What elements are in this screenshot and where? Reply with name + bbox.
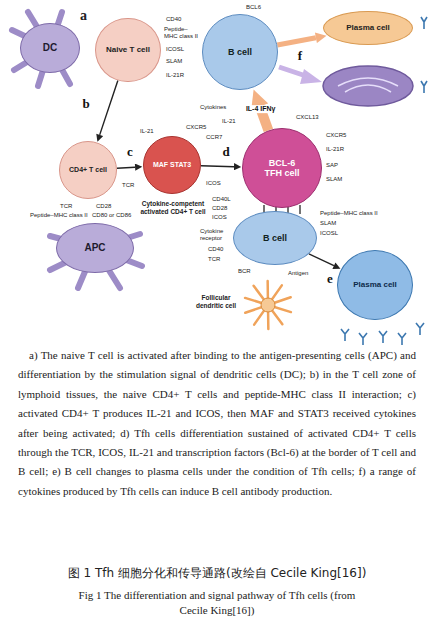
molecule-label: CD28 xyxy=(212,205,227,212)
step-letter: c xyxy=(126,145,134,159)
molecule-label: ICOSL xyxy=(166,46,184,53)
molecule-label: IL-21R xyxy=(326,146,344,153)
molecule-label: ICOS xyxy=(212,214,227,221)
node-text: Naive T cell xyxy=(106,45,150,54)
cell-node: MAF STAT3Cytokine-competent activated CD… xyxy=(143,136,201,194)
cell-node: BCL-6TFH cell xyxy=(242,128,322,208)
node-text: Cytokine-competent activated CD4+ T cell xyxy=(137,200,209,216)
differentiation-arrow xyxy=(309,254,334,266)
cell-node: CD4+ T cell xyxy=(59,141,117,199)
node-text: APC xyxy=(84,242,105,254)
molecule-label: IL-21 xyxy=(222,118,236,125)
node-text: Follicular dendritic cell xyxy=(190,294,242,310)
dendritic-star-cell: Follicular dendritic cell xyxy=(243,280,293,330)
molecule-label: BCR xyxy=(238,268,251,275)
cytokine-arrow xyxy=(277,38,316,45)
molecule-label: CXCR5 xyxy=(186,124,206,131)
molecule-label: CD40 xyxy=(208,246,223,253)
molecule-label: TCR xyxy=(208,256,220,263)
molecule-label: IL-21R xyxy=(166,72,184,79)
molecule-label: TCR xyxy=(122,182,134,189)
cell-node: DC xyxy=(20,23,80,73)
differentiation-arrow xyxy=(117,167,135,168)
star-outline xyxy=(243,280,293,330)
molecule-label: Peptide–MHC class II xyxy=(320,210,378,217)
step-letter: b xyxy=(81,97,90,111)
molecule-label: CCR7 xyxy=(206,134,222,141)
node-text: Plasma cell xyxy=(346,23,390,32)
differentiation-arrow xyxy=(100,80,118,134)
molecule-label: CD80 or CD86 xyxy=(92,212,131,219)
plasma-er-lines xyxy=(338,78,398,92)
molecule-label: Peptide–MHC class II xyxy=(30,212,88,219)
step-letter: e xyxy=(326,272,334,286)
node-text: Plasma cell xyxy=(353,280,397,289)
molecule-label: CXCL13 xyxy=(296,114,319,121)
node-text: B cell xyxy=(263,233,287,243)
molecule-label: SLAM xyxy=(320,220,336,227)
panel-letter: a xyxy=(80,8,87,25)
molecule-label: SLAM xyxy=(326,176,342,183)
molecule-label: Cytokines xyxy=(200,104,226,111)
molecule-label: CD40 xyxy=(166,16,181,23)
molecule-label: IL-21 xyxy=(140,128,154,135)
molecule-label: SLAM xyxy=(166,58,182,65)
molecule-label: Antigen xyxy=(288,270,308,277)
fdc-body xyxy=(261,298,275,312)
node-text: TFH cell xyxy=(264,168,299,178)
plasma-cell-variant xyxy=(323,66,413,106)
figure-title-en: Fig 1 The differentiation and signal pat… xyxy=(72,588,362,618)
molecule-label: CXCR5 xyxy=(326,132,346,139)
node-text: BCL-6 xyxy=(269,158,296,168)
cytokine-label: IL-4 IFNγ xyxy=(245,105,277,113)
node-text: MAF STAT3 xyxy=(153,161,191,169)
cell-node: Plasma cell xyxy=(323,11,413,45)
molecule-label: TCR xyxy=(60,203,72,210)
cell-node: APC xyxy=(56,223,134,273)
differentiation-arrow xyxy=(201,165,234,167)
molecule-label: ICOS xyxy=(206,180,221,187)
molecule-label: BCL6 xyxy=(246,4,261,11)
legend-paragraph: a) The naive T cell is activated after b… xyxy=(18,346,416,501)
cell-node: Plasma cell xyxy=(337,250,413,320)
cell-node: B cell xyxy=(233,211,317,265)
class-switch-arrowhead xyxy=(300,69,322,84)
molecule-label: Cytokine receptor xyxy=(200,228,232,242)
molecule-label: SAP xyxy=(326,162,338,169)
node-text: CD4+ T cell xyxy=(69,166,107,174)
cell-node: B cell xyxy=(202,14,278,90)
molecule-label: CD40L xyxy=(212,196,231,203)
cell-node: Naive T cell xyxy=(95,18,160,82)
molecule-label: Peptide–MHC class II xyxy=(164,26,200,40)
figure-caption: 图 1 Tfh 细胞分化和传导通路(改绘自 Cecile King[16]) xyxy=(0,566,434,580)
molecule-label: ICOSL xyxy=(320,230,338,237)
node-text: DC xyxy=(43,42,57,54)
molecule-label: CD28 xyxy=(96,203,111,210)
node-text: B cell xyxy=(228,47,252,57)
step-letter: f xyxy=(297,49,303,63)
class-switch-arrow xyxy=(279,67,306,76)
step-letter: d xyxy=(221,145,230,159)
